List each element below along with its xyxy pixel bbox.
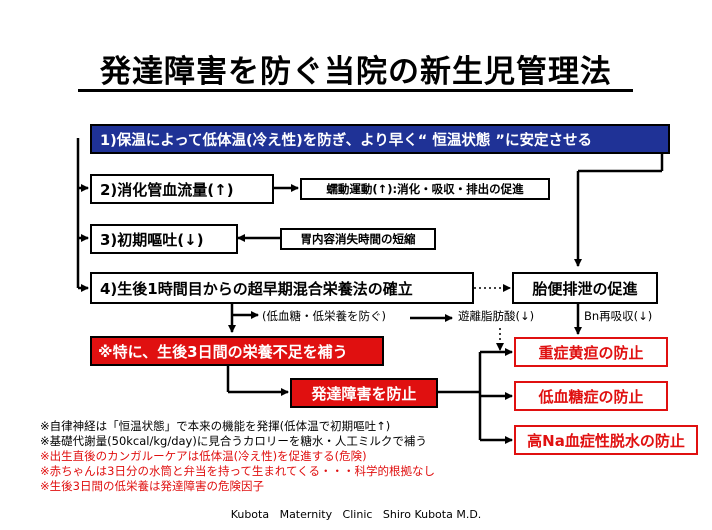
- outcome-hypoglycemia: 低血糖症の防止: [514, 381, 668, 411]
- dev-prevent-label: 発達障害を防止: [311, 384, 417, 403]
- peristalsis-box: 蠕動運動(↑):消化・吸収・排出の促進: [300, 178, 550, 200]
- dev-prevent-box: 発達障害を防止: [290, 378, 438, 408]
- meconium-box: 胎便排泄の促進: [512, 272, 658, 304]
- note-item: ※自律神経は「恒温状態」で本来の機能を発揮(低体温で初期嘔吐↑): [40, 419, 391, 433]
- footer-credit: Kubota Maternity Clinic Shiro Kubota M.D…: [230, 508, 482, 521]
- hypo-prevent-label: (低血糖・低栄養を防ぐ): [262, 309, 386, 323]
- outcome-hypoglycemia-label: 低血糖症の防止: [538, 387, 644, 406]
- peristalsis-label: 蠕動運動(↑):消化・吸収・排出の促進: [326, 182, 524, 196]
- note-item: ※基礎代謝量(50kcal/kg/day)に見合うカロリーを糖水・人工ミルクで補…: [40, 434, 427, 448]
- outcome-dehydration-label: 高Na血症性脱水の防止: [527, 431, 685, 450]
- outcome-jaundice-label: 重症黄疸の防止: [538, 343, 644, 362]
- special-nutrition-box: ※特に、生後3日間の栄養不足を補う: [90, 336, 384, 366]
- outcome-jaundice: 重症黄疸の防止: [514, 337, 668, 367]
- step1-warming: 1)保温によって低体温(冷え性)を防ぎ、より早く“ 恒温状態 ”に安定させる: [90, 124, 670, 154]
- note-item-red: ※赤ちゃんは3日分の水筒と弁当を持って生まれてくる・・・科学的根拠なし: [40, 464, 435, 478]
- step3-vomiting: 3)初期嘔吐(↓): [90, 224, 238, 254]
- step3-label: 3)初期嘔吐(↓): [100, 230, 204, 249]
- special-nutrition-label: ※特に、生後3日間の栄養不足を補う: [98, 342, 348, 361]
- title-underline: [78, 89, 633, 92]
- note-item-red: ※生後3日間の低栄養は発達障害の危険因子: [40, 479, 264, 493]
- step4-label: 4)生後1時間目からの超早期混合栄養法の確立: [100, 279, 413, 298]
- step2-label: 2)消化管血流量(↑): [100, 180, 234, 199]
- step1-label: 1)保温によって低体温(冷え性)を防ぎ、より早く“ 恒温状態 ”に安定させる: [100, 132, 592, 149]
- step2-blood-flow: 2)消化管血流量(↑): [90, 174, 274, 204]
- bn-label: Bn再吸収(↓): [584, 309, 653, 323]
- outcome-dehydration: 高Na血症性脱水の防止: [514, 425, 698, 455]
- notes: ※自律神経は「恒温状態」で本来の機能を発揮(低体温で初期嘔吐↑) ※基礎代謝量(…: [40, 419, 435, 494]
- page-title: 発達障害を防ぐ当院の新生児管理法: [100, 54, 612, 90]
- meconium-label: 胎便排泄の促進: [532, 279, 638, 298]
- gastric-box: 胃内容消失時間の短縮: [280, 228, 436, 250]
- ffa-label: 遊離脂肪酸(↓): [458, 309, 535, 323]
- gastric-label: 胃内容消失時間の短縮: [300, 232, 416, 246]
- step4-feeding: 4)生後1時間目からの超早期混合栄養法の確立: [90, 272, 474, 304]
- note-item-red: ※出生直後のカンガルーケアは低体温(冷え性)を促進する(危険): [40, 449, 367, 463]
